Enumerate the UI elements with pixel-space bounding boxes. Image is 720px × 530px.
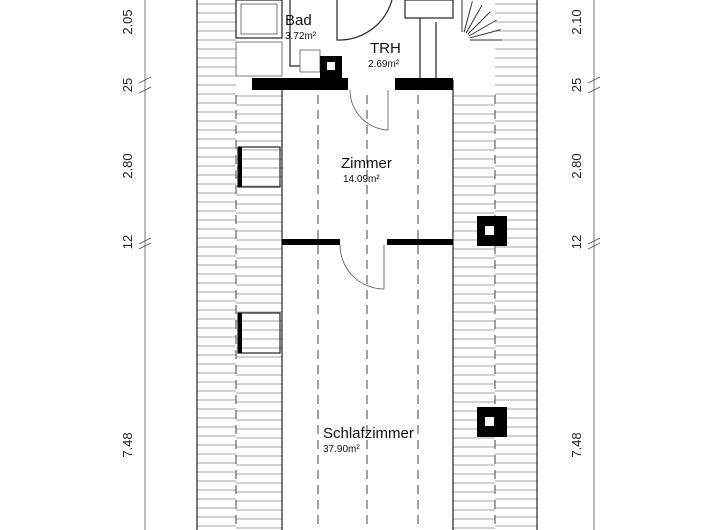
room-name-zimmer: Zimmer — [341, 155, 392, 172]
upper-rooms — [235, 0, 502, 131]
skylight-lower-frame — [238, 313, 242, 353]
bathtub-inner — [240, 3, 278, 35]
skylight-upper — [237, 146, 281, 188]
door-swing-bad — [336, 0, 393, 41]
skylight-lower — [237, 312, 281, 354]
dimension-tick-right-4 — [587, 242, 601, 250]
dimension-tick-right-3 — [587, 237, 601, 245]
room-area-trh: 2.69m² — [368, 59, 400, 70]
chimney-upper-flue — [327, 62, 335, 70]
dimension-right-0: 2.10 — [569, 9, 584, 34]
room-area-bad: 3.72m² — [285, 31, 317, 42]
wall-upper-right — [395, 78, 453, 90]
stair-landing — [404, 0, 454, 19]
stair-tread — [465, 5, 483, 34]
toilet — [299, 49, 321, 73]
stair-tread — [463, 1, 473, 33]
dimension-left-1: 25 — [120, 78, 135, 92]
chimney-right-upper-flue — [485, 226, 494, 235]
dimension-right-3: 12 — [569, 235, 584, 249]
dimension-chain-left: 2.05 25 2.80 12 7.48 — [120, 0, 152, 530]
dimension-left-4: 7.48 — [120, 432, 135, 457]
dimension-left-0: 2.05 — [120, 9, 135, 34]
bath-partition — [289, 0, 300, 67]
bathtub — [235, 0, 283, 39]
roof-hatch-left — [197, 3, 282, 529]
roof-hatch-right — [453, 3, 537, 529]
dimension-tick-left-4 — [138, 242, 152, 250]
stair-rail — [419, 18, 437, 78]
door-swing-schlafzimmer — [339, 244, 385, 290]
skylight-upper-frame — [238, 147, 242, 187]
dimension-chain-right: 2.10 25 2.80 12 7.48 — [569, 0, 601, 530]
dimension-tick-left-2 — [138, 86, 152, 94]
room-name-bad: Bad — [285, 12, 312, 29]
room-name-trh: TRH — [370, 40, 401, 57]
wall-upper-left — [252, 78, 348, 90]
dimension-tick-left-3 — [138, 237, 152, 245]
dimension-tick-right-2 — [587, 86, 601, 94]
wall-middle-right — [387, 239, 453, 245]
dimension-right-1: 25 — [569, 78, 584, 92]
room-area-schlafzimmer: 37.90m² — [323, 444, 360, 455]
wall-middle-left — [282, 239, 340, 245]
door-swing-trh — [349, 89, 389, 131]
stair-tread — [469, 29, 501, 39]
stair-treads — [461, 0, 502, 41]
bath-counter — [235, 41, 283, 77]
chimney-right-lower-flue — [485, 417, 494, 426]
dimension-left-2: 2.80 — [120, 153, 135, 178]
dimension-right-4: 7.48 — [569, 432, 584, 457]
dimension-left-3: 12 — [120, 235, 135, 249]
dimension-tick-left-1 — [138, 76, 152, 84]
dimension-tick-right-1 — [587, 76, 601, 84]
stair-tread — [467, 11, 491, 35]
stair-tread — [468, 19, 497, 37]
room-name-schlafzimmer: Schlafzimmer — [323, 425, 414, 442]
dimension-right-2: 2.80 — [569, 153, 584, 178]
room-area-zimmer: 14.09m² — [343, 174, 380, 185]
